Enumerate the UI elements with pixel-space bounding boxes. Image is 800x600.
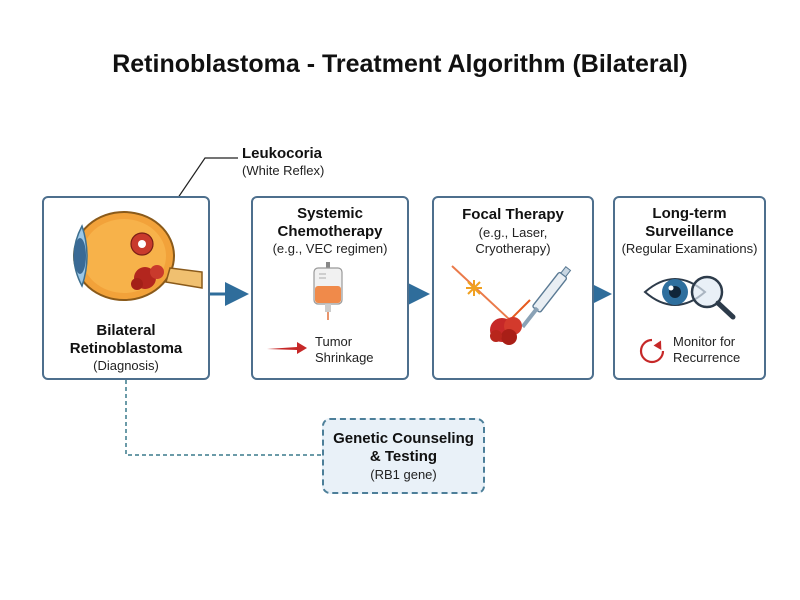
leukocoria-label: Leukocoria xyxy=(242,145,323,162)
recurrence-cycle-icon xyxy=(639,338,665,364)
genetic-title-line2: & Testing xyxy=(369,448,438,465)
diagnosis-title-line2: Retinoblastoma xyxy=(69,340,183,357)
iv-bag-icon xyxy=(313,262,343,320)
surveillance-note-line1: Monitor for xyxy=(673,334,736,349)
page-title: Retinoblastoma - Treatment Algorithm (Bi… xyxy=(112,50,688,78)
chemo-title-line1: Systemic xyxy=(297,205,363,222)
eye-anatomy-icon xyxy=(73,211,203,301)
focal-subtitle-line2: Cryotherapy) xyxy=(475,241,551,256)
chemo-note-line2: Shrinkage xyxy=(315,350,374,365)
diagnosis-subtitle: (Diagnosis) xyxy=(93,358,159,373)
eye-magnifier-icon xyxy=(643,275,736,320)
chemo-note-line1: Tumor xyxy=(315,334,353,349)
diagnosis-title-line1: Bilateral xyxy=(96,322,156,339)
surveillance-note-line2: Recurrence xyxy=(673,350,741,365)
leukocoria-sublabel: (White Reflex) xyxy=(242,163,325,178)
chemo-subtitle: (e.g., VEC regimen) xyxy=(272,241,388,256)
genetic-subtitle: (RB1 gene) xyxy=(370,467,437,482)
surveillance-title-line2: Surveillance xyxy=(645,223,734,240)
surveillance-title-line1: Long-term xyxy=(652,205,727,222)
step-focal-therapy-card: Focal Therapy (e.g., Laser, Cryotherapy) xyxy=(432,196,594,380)
shrink-arrow-icon xyxy=(267,342,307,354)
focal-subtitle-line1: (e.g., Laser, xyxy=(478,225,548,240)
step-surveillance-card: Long-term Surveillance (Regular Examinat… xyxy=(613,196,766,380)
genetic-title-line1: Genetic Counseling xyxy=(333,430,474,447)
laser-probe-icon xyxy=(451,265,572,329)
surveillance-subtitle: (Regular Examinations) xyxy=(621,241,758,256)
tumor-icon xyxy=(490,317,522,345)
genetic-counseling-box: Genetic Counseling & Testing (RB1 gene) xyxy=(322,418,485,494)
step-diagnosis-card: Bilateral Retinoblastoma (Diagnosis) xyxy=(42,196,210,380)
focal-title: Focal Therapy xyxy=(462,206,564,223)
chemo-title-line2: Chemotherapy xyxy=(277,223,383,240)
step-chemotherapy-card: Systemic Chemotherapy (e.g., VEC regimen… xyxy=(251,196,409,380)
genetic-dashed-connector xyxy=(125,380,322,456)
